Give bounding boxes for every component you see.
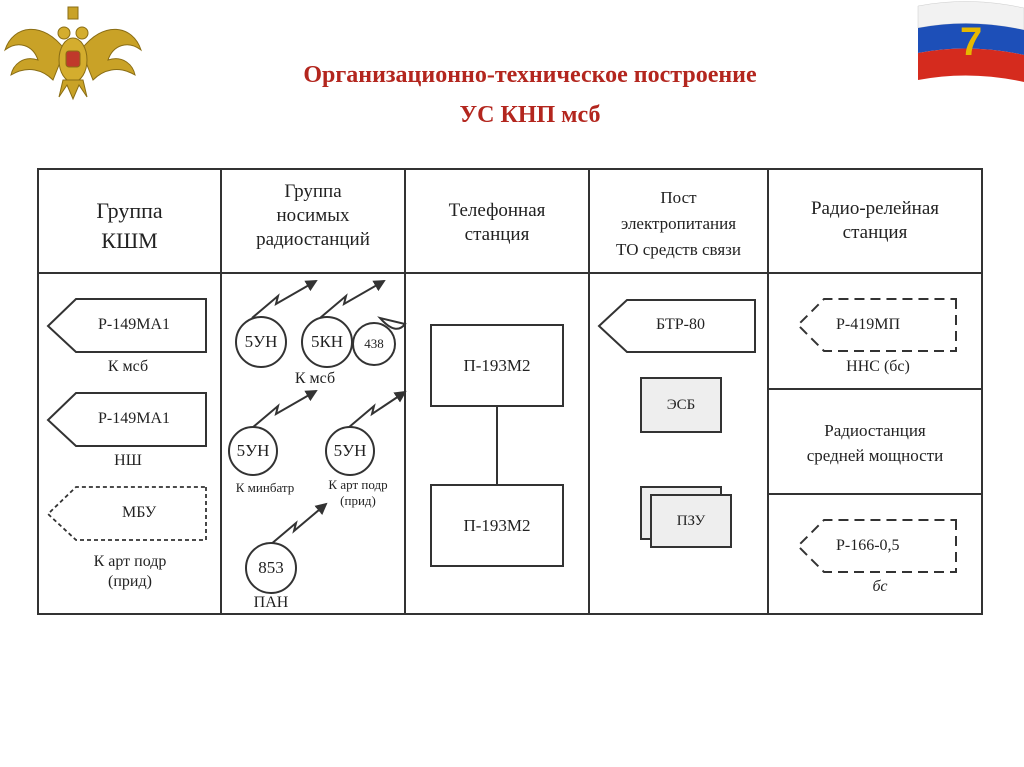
header-power: Пост электропитания ТО средств связи <box>589 185 768 263</box>
header-relay-line2: станция <box>842 222 908 243</box>
kshm-3-caption-line1: К арт подр <box>93 553 167 570</box>
header-kshm-line1: Группа <box>96 198 163 223</box>
radio-5un-1: 5УН <box>235 316 287 368</box>
radio-5kn: 5КН <box>301 316 353 368</box>
header-radios-line1: Группа <box>284 181 342 202</box>
kshm-1-label: Р-149МА1 <box>98 316 171 333</box>
radio-5un-3: 5УН <box>325 426 375 476</box>
flag-number: 7 <box>960 20 983 64</box>
kshm-3-label: МБУ <box>122 504 157 521</box>
relay-2-caption: бс <box>872 578 888 595</box>
radio-853: 853 <box>245 542 297 594</box>
radio-5un-2: 5УН <box>228 426 278 476</box>
relay-2-label: Р-166-0,5 <box>836 537 900 554</box>
header-relay: Радио-релейная станция <box>768 197 982 245</box>
header-power-line3: ТО средств связи <box>616 240 741 259</box>
header-power-line1: Пост <box>660 188 697 207</box>
radio-5un-3-caption: К арт подр (прид) <box>308 477 408 509</box>
header-phone-line1: Телефонная <box>448 200 546 221</box>
header-power-line2: электропитания <box>620 214 737 233</box>
header-kshm: Группа КШМ <box>38 196 221 256</box>
header-relay-line1: Радио-релейная <box>810 198 940 219</box>
antenna-4-icon <box>347 390 407 429</box>
title-line-2: УС КНП мсб <box>140 102 920 129</box>
header-kshm-line2: КШМ <box>101 228 158 253</box>
phone-box-bottom: П-193М2 <box>430 484 564 567</box>
phone-box-top: П-193М2 <box>430 324 564 407</box>
radio-438: 438 <box>352 322 396 366</box>
title-line-2-text: УС КНП мсб <box>459 102 601 128</box>
pzu-box: ПЗУ <box>650 494 732 548</box>
antenna-2-icon <box>319 280 386 319</box>
header-phone: Телефонная станция <box>405 199 589 247</box>
relay-1-caption: ННС (бс) <box>846 358 910 375</box>
antenna-5-icon <box>269 502 328 546</box>
relay-middle: Радиостанция средней мощности <box>768 418 982 468</box>
kshm-3-caption: К арт подр (прид) <box>60 552 200 592</box>
relay-1-label: Р-419МП <box>836 316 901 333</box>
relay-middle-line1: Радиостанция <box>824 421 926 440</box>
kshm-2-label: Р-149МА1 <box>98 410 171 427</box>
kshm-1-caption: К мсб <box>107 358 149 375</box>
header-radios-line3: радиостанций <box>256 229 370 250</box>
radio-853-caption: ПАН <box>253 594 289 611</box>
title-line-1: Организационно-техническое построение <box>303 62 757 88</box>
esb-box: ЭСБ <box>640 377 722 433</box>
antenna-1-icon <box>251 280 318 319</box>
header-radios-line2: носимых <box>276 205 350 226</box>
kshm-3-caption-line2: (прид) <box>108 573 152 590</box>
radio-5un-3-caption-line1: К арт подр <box>328 477 388 492</box>
antenna-3-icon <box>251 390 318 429</box>
btr-80-label: БТР-80 <box>656 316 705 333</box>
radio-5un-2-caption: К минбатр <box>235 480 295 495</box>
relay-middle-line2: средней мощности <box>806 446 944 465</box>
radio-group-caption: К мсб <box>294 370 336 387</box>
radio-5un-3-caption-line2: (прид) <box>340 493 376 508</box>
header-radios: Группа носимых радиостанций <box>221 180 405 252</box>
header-phone-line2: станция <box>464 224 530 245</box>
kshm-2-caption: НШ <box>114 452 142 469</box>
